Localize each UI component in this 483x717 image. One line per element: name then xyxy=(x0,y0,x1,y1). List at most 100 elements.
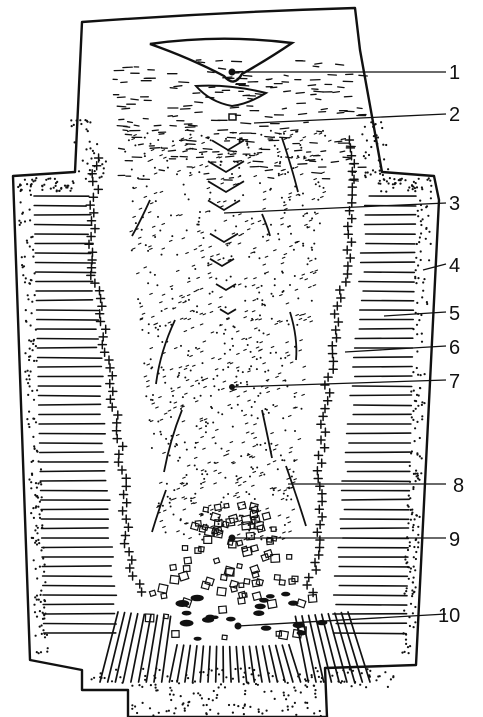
dash-mark xyxy=(335,141,342,142)
stipple-dot xyxy=(415,558,417,560)
stipple-dot xyxy=(287,682,289,684)
stipple-dot xyxy=(169,693,171,695)
stipple-dash xyxy=(245,311,248,312)
stipple-dot xyxy=(374,140,376,142)
dash-mark xyxy=(357,108,362,109)
dash-mark xyxy=(337,113,344,114)
stipple-dot xyxy=(144,155,146,157)
stipple-dot xyxy=(414,606,416,608)
stipple-dash xyxy=(186,380,189,381)
stipple-dot xyxy=(207,262,209,264)
stipple-dash xyxy=(170,369,173,370)
stipple-dot xyxy=(168,710,170,712)
dash-mark xyxy=(131,99,138,100)
stipple-dash xyxy=(237,534,240,535)
stipple-dash xyxy=(214,483,217,484)
cell-outline xyxy=(204,536,212,543)
stipple-dash xyxy=(300,315,303,316)
stipple-dot xyxy=(206,473,208,475)
stipple-dash xyxy=(180,215,183,216)
stipple-dot xyxy=(377,136,379,138)
stipple-dot xyxy=(30,324,32,326)
stipple-dot xyxy=(19,224,21,226)
stipple-dot xyxy=(359,684,361,686)
stipple-dash xyxy=(192,265,195,266)
stipple-dash xyxy=(245,221,248,222)
stipple-dot xyxy=(417,210,419,212)
stipple-dot xyxy=(417,546,419,548)
stipple-dot xyxy=(237,370,239,372)
stipple-dot xyxy=(28,359,30,361)
striation-line xyxy=(37,347,96,348)
stipple-dot xyxy=(369,670,371,672)
stipple-dash xyxy=(286,342,289,343)
stipple-dash xyxy=(160,521,163,522)
dash-mark xyxy=(227,137,235,138)
stipple-dot xyxy=(414,190,416,192)
stipple-dot xyxy=(128,139,130,141)
stipple-dot xyxy=(365,151,367,153)
stipple-dash xyxy=(283,131,286,132)
stipple-dot xyxy=(99,177,101,179)
stipple-dash xyxy=(227,450,230,451)
stipple-dot xyxy=(180,408,182,410)
stipple-dot xyxy=(85,178,87,180)
right-striated-layer xyxy=(333,196,416,634)
stipple-dot xyxy=(32,436,34,438)
striation-line xyxy=(363,291,414,292)
stipple-dot xyxy=(284,357,286,359)
stipple-dot xyxy=(153,433,155,435)
dark-cell xyxy=(261,626,272,631)
dash-mark xyxy=(321,151,326,152)
striation-line xyxy=(40,452,104,453)
stipple-dash xyxy=(209,277,212,278)
stipple-dot xyxy=(93,152,95,154)
stipple-dash xyxy=(234,382,237,383)
stipple-dash xyxy=(232,233,235,234)
stipple-dot xyxy=(208,698,210,700)
stipple-dot xyxy=(320,681,322,683)
stipple-dot xyxy=(131,708,133,710)
stipple-dash xyxy=(200,418,203,419)
stipple-dot xyxy=(164,382,166,384)
stipple-dot xyxy=(131,249,133,251)
stipple-dot xyxy=(425,227,427,229)
stipple-dash xyxy=(226,243,229,244)
stipple-dot xyxy=(311,217,313,219)
stipple-dot xyxy=(417,526,419,528)
stipple-dot xyxy=(248,524,250,526)
stipple-dot xyxy=(300,691,302,693)
stipple-dot xyxy=(37,482,39,484)
cell-outline xyxy=(271,527,276,531)
stipple-dot xyxy=(28,426,30,428)
stipple-dash xyxy=(256,319,259,320)
stipple-dot xyxy=(225,138,227,140)
cell-outline xyxy=(214,558,220,564)
stipple-dot xyxy=(296,131,298,133)
stipple-dot xyxy=(254,401,256,403)
stipple-dot xyxy=(220,324,222,326)
stipple-dot xyxy=(244,693,246,695)
stipple-dash xyxy=(162,150,165,151)
stipple-dot xyxy=(280,156,282,158)
stipple-dash xyxy=(234,495,237,496)
stipple-dot xyxy=(408,495,410,497)
stipple-dot xyxy=(208,210,210,212)
stipple-dot xyxy=(29,385,31,387)
stipple-dot xyxy=(232,345,234,347)
stipple-dot xyxy=(256,341,258,343)
stipple-dot xyxy=(209,709,211,711)
stipple-dash xyxy=(139,237,142,238)
stipple-dash xyxy=(216,462,219,463)
stipple-dot xyxy=(26,183,28,185)
stipple-dash xyxy=(184,368,187,369)
stipple-dash xyxy=(193,497,196,498)
stipple-dot xyxy=(209,192,211,194)
stipple-dash xyxy=(177,270,180,271)
stipple-dot xyxy=(202,362,204,364)
dash-mark xyxy=(218,154,222,155)
stipple-dot xyxy=(361,133,363,135)
stipple-dot xyxy=(315,258,317,260)
stipple-dot xyxy=(260,444,262,446)
stipple-dot xyxy=(33,445,35,447)
